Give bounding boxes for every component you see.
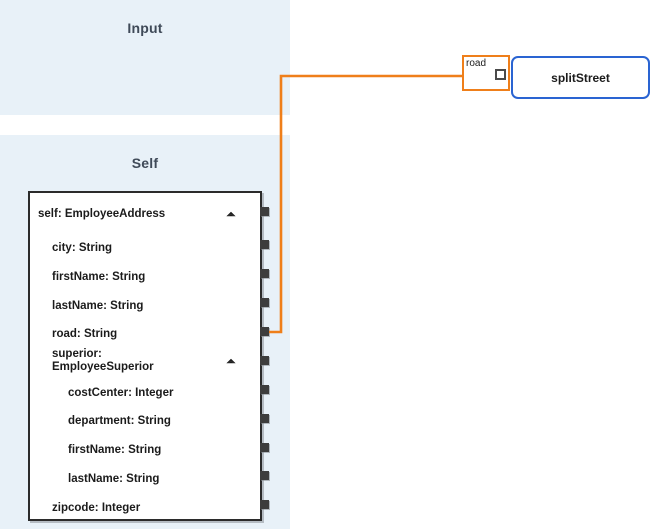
chevron-up-icon[interactable] [224, 207, 238, 221]
swimlane-input: Input [0, 0, 290, 115]
port-superior[interactable] [260, 356, 269, 365]
port-road[interactable] [260, 327, 269, 336]
port-city[interactable] [260, 240, 269, 249]
port-zipcode[interactable] [260, 500, 269, 509]
field-row-road[interactable]: road: String [30, 323, 264, 345]
field-row-superior-firstname[interactable]: firstName: String [30, 439, 264, 461]
port-lastname[interactable] [260, 298, 269, 307]
field-row-superior-lastname[interactable]: lastName: String [30, 468, 264, 490]
field-label: costCenter: Integer [68, 386, 174, 399]
field-label: firstName: String [52, 270, 146, 283]
field-label: superior: EmployeeSuperior [52, 348, 154, 373]
swimlane-input-title: Input [127, 20, 163, 36]
port-firstname[interactable] [260, 269, 269, 278]
port-costcenter[interactable] [260, 385, 269, 394]
field-label: firstName: String [68, 443, 162, 456]
field-row-department[interactable]: department: String [30, 410, 264, 432]
swimlane-self-title: Self [131, 155, 159, 171]
port-superior-lastname[interactable] [260, 471, 269, 480]
field-label: city: String [52, 241, 113, 254]
field-label: self: EmployeeAddress [38, 207, 166, 220]
field-label: lastName: String [68, 472, 160, 485]
node-title: splitStreet [551, 70, 610, 85]
chevron-up-icon[interactable] [224, 354, 238, 368]
field-label: road: String [52, 327, 118, 340]
field-row-lastname[interactable]: lastName: String [30, 295, 264, 317]
self-object-box: self: EmployeeAddress city: String first… [28, 191, 262, 521]
field-label: zipcode: Integer [52, 501, 141, 514]
field-row-zipcode[interactable]: zipcode: Integer [30, 497, 264, 519]
port-self[interactable] [260, 207, 269, 216]
node-input-port-splitstreet-road[interactable] [495, 69, 506, 80]
field-row-superior[interactable]: superior: EmployeeSuperior [30, 346, 264, 376]
node-input-port-label: road [466, 58, 487, 69]
field-row-self[interactable]: self: EmployeeAddress [30, 203, 264, 225]
field-label: lastName: String [52, 299, 144, 312]
field-row-firstname[interactable]: firstName: String [30, 266, 264, 288]
port-department[interactable] [260, 414, 269, 423]
field-label: department: String [68, 414, 171, 427]
port-superior-firstname[interactable] [260, 443, 269, 452]
field-row-costcenter[interactable]: costCenter: Integer [30, 382, 264, 404]
node-splitstreet[interactable]: splitStreet [511, 56, 650, 99]
field-row-city[interactable]: city: String [30, 237, 264, 259]
